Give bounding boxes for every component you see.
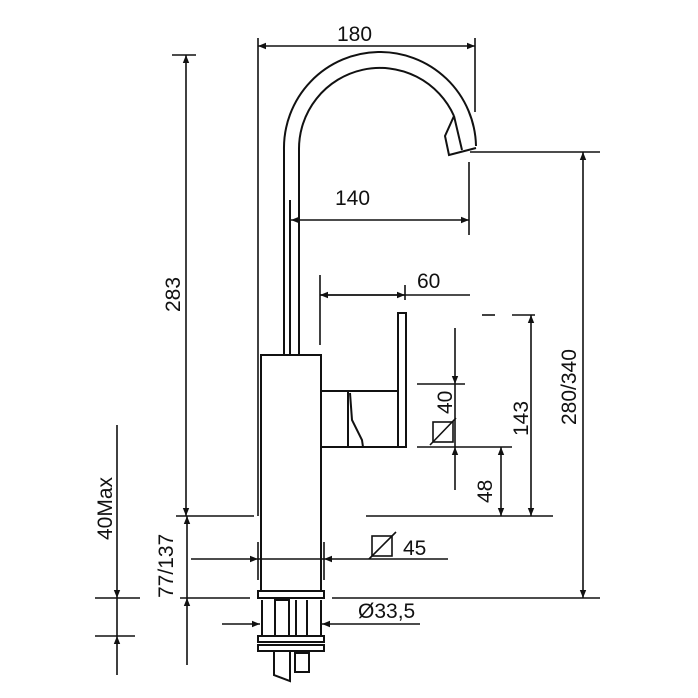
dimension-lines bbox=[113, 42, 587, 675]
body-flange bbox=[257, 590, 325, 599]
spout-inner bbox=[297, 66, 455, 355]
dimension-labels: 180 140 60 45 Ø33,5 283 280/340 143 40 4… bbox=[94, 23, 581, 623]
spout-outer bbox=[282, 51, 477, 355]
label-280-340: 280/340 bbox=[558, 349, 581, 425]
faucet-outline bbox=[257, 51, 477, 683]
label-45: 45 bbox=[403, 537, 426, 560]
label-40: 40 bbox=[434, 391, 457, 414]
label-283: 283 bbox=[162, 277, 185, 312]
handle-lever bbox=[397, 312, 407, 448]
label-33-5: Ø33,5 bbox=[358, 600, 415, 623]
handle-connector-detail bbox=[347, 391, 364, 448]
label-40max: 40Max bbox=[94, 476, 117, 540]
label-77-137: 77/137 bbox=[155, 534, 178, 598]
label-60: 60 bbox=[417, 270, 440, 293]
label-143: 143 bbox=[510, 401, 533, 436]
label-140: 140 bbox=[335, 187, 370, 210]
handle-connector bbox=[320, 390, 399, 448]
label-180: 180 bbox=[337, 23, 372, 46]
label-48: 48 bbox=[474, 480, 497, 503]
square-symbol-icon bbox=[368, 531, 397, 560]
faucet-body bbox=[260, 354, 322, 592]
spout-nozzle bbox=[443, 115, 477, 157]
mounting-hardware bbox=[257, 599, 325, 683]
square-symbol-icon bbox=[429, 417, 457, 446]
